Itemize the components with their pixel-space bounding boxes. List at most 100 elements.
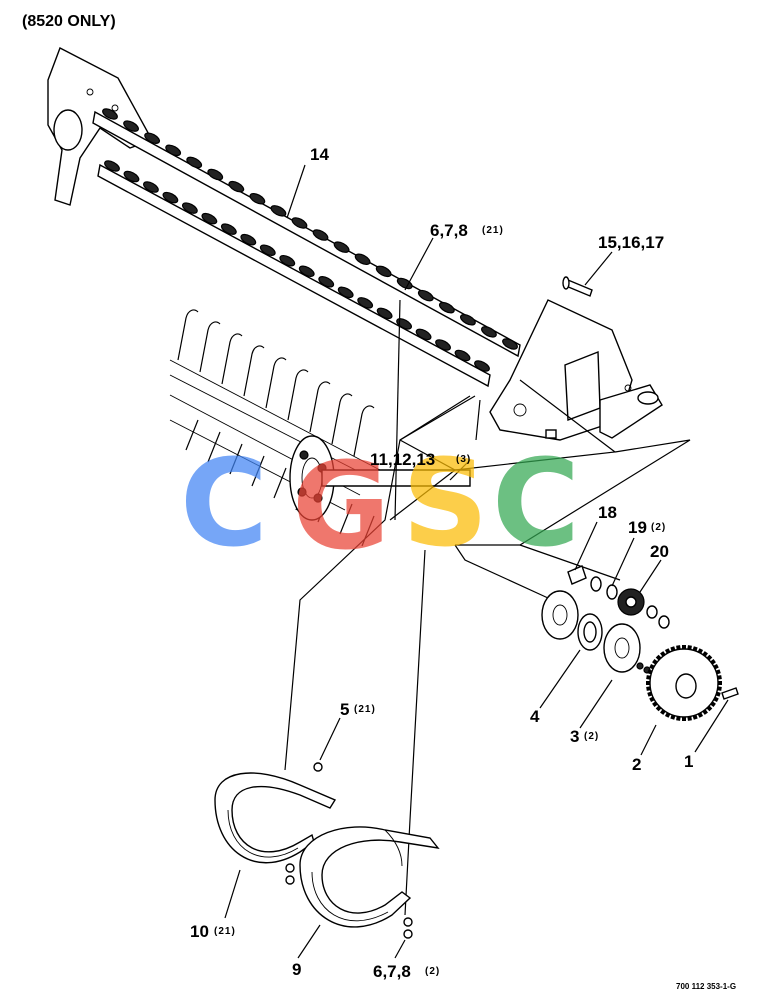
sprocket-tooth [660,651,666,657]
callout-4: 4 [530,707,540,726]
sprocket-tooth [655,705,662,712]
rake-tooth [312,229,329,241]
drive-components [541,565,739,721]
watermark-letter-g: G [292,438,391,577]
sprocket-tooth [713,696,719,703]
sprocket-tooth [706,705,713,712]
callout-6-7-8-top-qty: (21) [482,225,504,236]
sprocket-tooth [710,701,716,707]
sprocket-tooth [676,716,681,721]
rake-tooth [357,297,374,309]
rake-tooth [165,144,182,157]
rake-tooth [181,202,198,214]
cgsc-watermark: C G S C [180,435,580,577]
rake-tooth [474,360,490,372]
rake-tooth [201,212,218,225]
sprocket-tooth [702,709,708,715]
watermark-letter-c: C [180,435,268,574]
sprocket-tooth [718,681,722,685]
part-18-square [567,565,587,585]
reel-tine-lower [251,455,265,487]
sprocket-tooth [664,648,671,654]
rake-tooth [459,314,476,326]
sprocket-tooth [646,686,651,691]
sprocket-tooth [713,663,719,670]
rake-tooth [333,241,350,253]
part-2-sprocket-icon [646,645,722,721]
rake-tooth [162,191,179,204]
sprocket-tooth [649,663,655,670]
reel-tine-lower [273,467,287,499]
callout-1: 1 [684,752,693,771]
rake-bar-teeth [102,108,518,372]
sprocket-tooth [652,701,658,707]
rake-tooth [438,301,455,314]
rake-tooth [502,338,518,350]
rake-tooth [186,156,203,169]
sprocket-tooth [717,675,722,680]
rake-tooth [207,168,224,181]
callout-20: 20 [650,542,669,561]
sprocket-tooth [649,696,655,703]
callout-9: 9 [292,960,301,979]
callout-3: 3 [570,727,579,746]
sprocket-tooth [646,675,651,680]
rake-tooth [102,108,118,120]
part-3-flange [603,623,641,673]
rake-tooth [279,254,296,267]
rake-tooth [144,132,161,144]
rake-tooth [396,277,413,290]
callout-2: 2 [632,755,641,774]
sprocket-tooth [660,709,666,715]
callout-19-qty: (2) [651,522,666,533]
rake-tooth [291,217,308,229]
callout-11-12-13-qty: (3) [456,454,471,465]
sprocket-tooth [646,681,650,685]
callout-5-qty: (21) [354,704,376,715]
rake-tooth [318,276,335,288]
sprocket-tooth [687,645,692,650]
sprocket-tooth [710,659,716,665]
rake-tooth [123,170,140,183]
sprocket-tooth [697,712,704,718]
callout-labels: 14 6,7,8 (21) 15,16,17 11,12,13 (3) 18 1… [190,145,693,981]
rake-tooth [415,328,432,341]
reel-tines [177,309,375,547]
part-10-stripper-band-icon [214,762,337,885]
part-4-flange [541,590,579,640]
sprocket-tooth [682,645,686,649]
callout-6-7-8-bottom-qty: (2) [425,966,440,977]
watermark-letter-c2: C [492,435,580,574]
bearing-icon [577,613,603,651]
rake-tooth [259,244,276,256]
rake-tooth [143,181,159,193]
rake-tooth [417,289,434,302]
reel-tine-lower [361,515,375,547]
right-side-plate [489,276,663,441]
sprocket-tooth [715,669,721,675]
sprocket-tooth [676,645,681,650]
reel-tine [265,357,287,409]
sprocket-tooth [692,714,698,720]
sprocket-tooth [706,654,713,661]
sprocket-tooth [702,651,708,657]
sprocket-tooth [652,659,658,665]
leader-lines [284,299,691,916]
callout-19: 19 [628,518,647,537]
sprocket-tooth [687,716,692,721]
callout-5: 5 [340,700,349,719]
header-note: (8520 ONLY) [22,13,116,30]
rake-tooth [123,120,139,132]
callout-10: 10 [190,922,209,941]
sprocket-tooth [670,646,676,652]
rake-tooth [354,253,371,266]
rake-tooth [104,160,120,172]
reel-tine-lower [339,503,353,535]
callout-leaders [224,164,729,959]
sprocket-tooth [715,691,721,697]
sprocket-tooth [664,712,671,718]
reel-tine [199,321,221,373]
reel-tine [287,369,309,421]
watermark-letter-s: S [402,435,488,574]
